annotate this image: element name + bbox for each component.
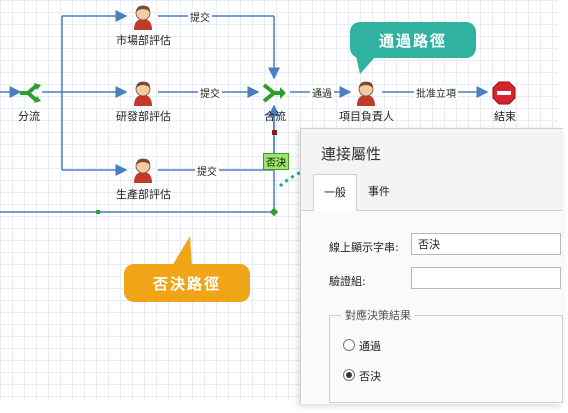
validation-group-input[interactable] <box>411 267 561 289</box>
person-icon[interactable] <box>131 80 155 110</box>
display-text-input[interactable]: 否決 <box>411 233 561 255</box>
pass-path-callout: 通過路徑 <box>350 22 476 58</box>
reject-path-callout: 否決路徑 <box>124 264 250 302</box>
radio-pass[interactable] <box>343 339 355 351</box>
edge-label-submit: 提交 <box>195 163 219 178</box>
tab-events[interactable]: 事件 <box>368 185 390 198</box>
edge-handle[interactable] <box>96 210 100 214</box>
edge-label-reject[interactable]: 否決 <box>263 153 289 170</box>
market-review-label: 市場部評估 <box>116 34 171 47</box>
callout-tail <box>356 56 376 74</box>
split-icon[interactable] <box>18 82 42 108</box>
radio-reject[interactable] <box>343 369 355 381</box>
stop-sign-icon[interactable] <box>492 81 516 109</box>
split-label: 分流 <box>18 110 40 123</box>
radio-reject-label[interactable]: 否決 <box>359 370 381 383</box>
merge-label: 合流 <box>264 110 286 123</box>
decision-result-legend: 對應決策結果 <box>341 307 415 323</box>
radio-pass-label[interactable]: 通過 <box>359 340 381 353</box>
person-icon[interactable] <box>131 4 155 34</box>
edge-label-pass: 通過 <box>310 85 334 100</box>
edge-label-approve: 批准立項 <box>414 85 458 100</box>
merge-icon[interactable] <box>262 82 286 108</box>
end-label: 結束 <box>494 110 516 123</box>
edge-handle[interactable] <box>269 207 279 217</box>
dialog-tab-bar: 一般 事件 <box>301 174 563 212</box>
production-review-label: 生產部評估 <box>116 188 171 201</box>
validation-group-label: 驗證組: <box>329 275 366 288</box>
rd-review-label: 研發部評估 <box>116 110 171 123</box>
dialog-title: 連接屬性 <box>321 145 382 163</box>
tab-general[interactable]: 一般 <box>313 174 357 212</box>
edge-label-submit: 提交 <box>188 9 212 24</box>
edge-label-submit: 提交 <box>198 85 222 100</box>
project-owner-label: 項目負責人 <box>339 110 394 123</box>
decision-result-group <box>329 315 563 403</box>
display-text-label: 線上顯示字串: <box>329 241 399 254</box>
person-icon[interactable] <box>354 80 378 110</box>
callout-tail <box>172 236 192 266</box>
connection-properties-dialog: 連接屬性 一般 事件 線上顯示字串: 否決 驗證組: 對應決策結果 通過 否決 <box>300 128 563 404</box>
edge-handle[interactable] <box>272 130 277 135</box>
dialog-body: 線上顯示字串: 否決 驗證組: 對應決策結果 通過 否決 <box>301 211 563 404</box>
person-icon[interactable] <box>131 157 155 187</box>
